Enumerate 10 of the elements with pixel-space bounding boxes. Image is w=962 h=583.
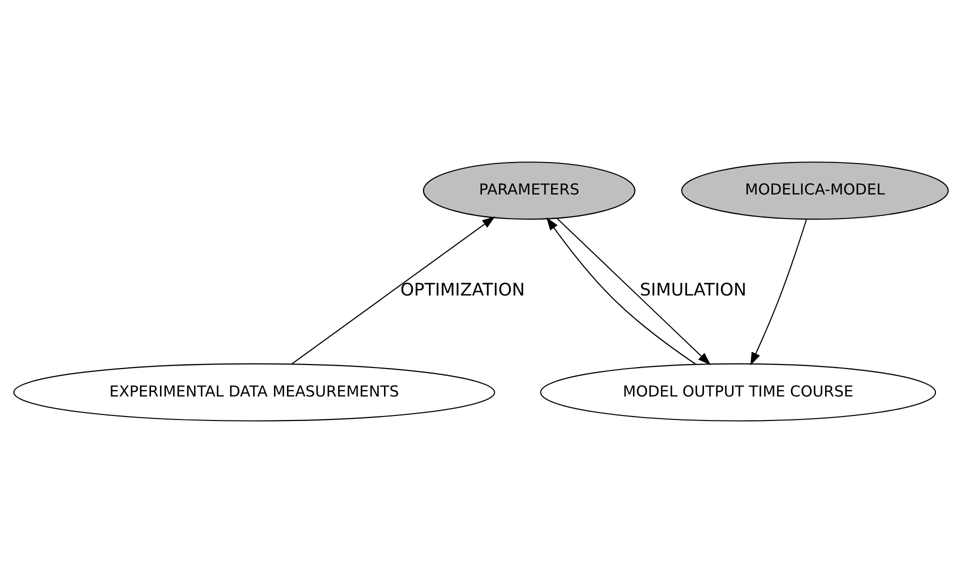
node-ellipse: MODEL OUTPUT TIME COURSE — [540, 363, 936, 422]
node-ellipse: MODELICA-MODEL — [681, 162, 949, 220]
node-ellipse: PARAMETERS — [422, 162, 636, 220]
arrow — [291, 216, 496, 365]
edge-label: SIMULATION — [640, 280, 746, 301]
arrow — [750, 218, 808, 366]
edge-label: OPTIMIZATION — [400, 280, 525, 301]
arrow — [546, 217, 697, 366]
arrow — [556, 218, 711, 366]
node-ellipse: EXPERIMENTAL DATA MEASUREMENTS — [13, 363, 496, 422]
